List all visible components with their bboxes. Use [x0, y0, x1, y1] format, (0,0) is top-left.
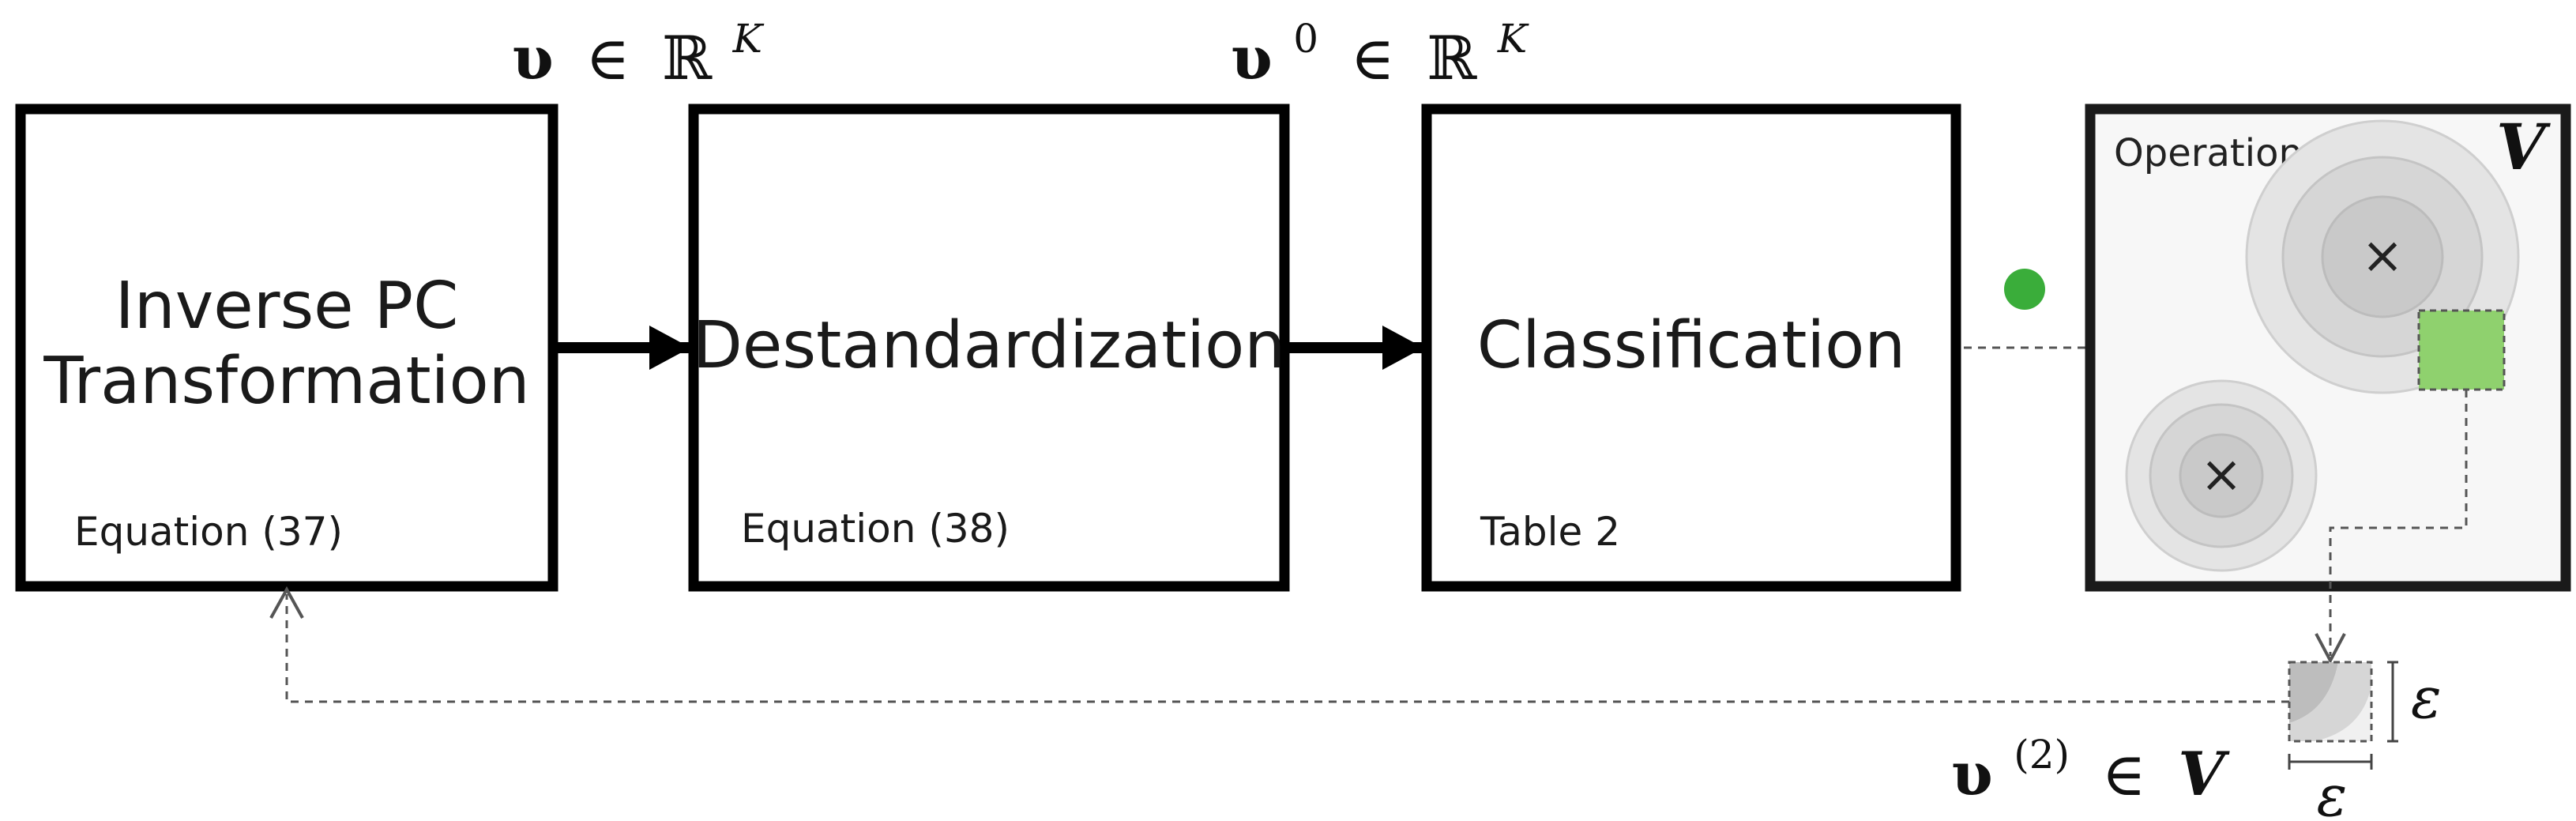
reals-symbol-2: ℝ: [1427, 23, 1477, 93]
superscript-zero: 0: [1293, 16, 1318, 62]
destandardization-title: Destandardization: [693, 308, 1285, 383]
destandardization-box: Destandardization Equation (38): [688, 104, 1290, 592]
operation-map: Operation Map V × ×: [2085, 104, 2571, 592]
dimension-k: K: [732, 16, 765, 62]
label-v0-in-rk: 𝛖 0 ∈ ℝ K: [1231, 0, 1529, 93]
region-2-inner: [2179, 433, 2264, 518]
v2-symbol: 𝛖: [1951, 739, 1993, 809]
label-v2-in-v: 𝛖 (2) ∈ V: [1951, 712, 2230, 809]
set-v: V: [2178, 739, 2230, 809]
inverse-pc-box: Inverse PC Transformation Equation (37): [15, 104, 558, 592]
element-of-2: ∈: [1350, 23, 1394, 93]
epsilon-vertical-label: ε: [2411, 665, 2442, 731]
inverse-pc-equation-ref: Equation (37): [74, 509, 343, 555]
epsilon-bracket-horizontal: [2288, 754, 2373, 770]
epsilon-horizontal-label: ε: [2317, 763, 2348, 821]
v-symbol: 𝛖: [512, 23, 554, 93]
label-v-in-rk: 𝛖 ∈ ℝ K: [512, 16, 765, 93]
dimension-k-2: K: [1497, 16, 1529, 62]
dashed-path-to-zoom: [2329, 390, 2468, 656]
inverse-pc-title-line-2: Transformation: [43, 344, 529, 419]
operation-map-set-label: V: [2496, 110, 2551, 184]
element-of: ∈: [585, 23, 630, 93]
classified-point: [2004, 269, 2045, 310]
classification-box: Classification Table 2: [1421, 104, 1961, 592]
region-2-center-cross: ×: [2200, 446, 2243, 504]
classification-title: Classification: [1477, 308, 1906, 383]
destandardization-equation-ref: Equation (38): [741, 506, 1010, 552]
classification-table-ref: Table 2: [1480, 509, 1620, 555]
zoomed-cell: [2288, 661, 2373, 743]
element-of-3: ∈: [2102, 739, 2146, 809]
reals-symbol: ℝ: [662, 23, 713, 93]
region-1-center-cross: ×: [2361, 227, 2404, 285]
arrowhead-2: [1382, 326, 1423, 370]
selected-grid-cell: [2417, 309, 2506, 391]
dashed-arrowhead-to-zoom: [2315, 633, 2346, 665]
feedback-arrowhead: [269, 586, 304, 619]
superscript-two: (2): [2014, 732, 2070, 778]
epsilon-bracket-vertical: [2387, 661, 2398, 743]
inverse-pc-title-line-1: Inverse PC: [115, 269, 459, 344]
v0-symbol: 𝛖: [1231, 23, 1273, 93]
feedback-dashed-arrow: [285, 594, 2289, 703]
arrowhead-1: [649, 326, 690, 370]
region-1-inner: [2321, 195, 2444, 318]
